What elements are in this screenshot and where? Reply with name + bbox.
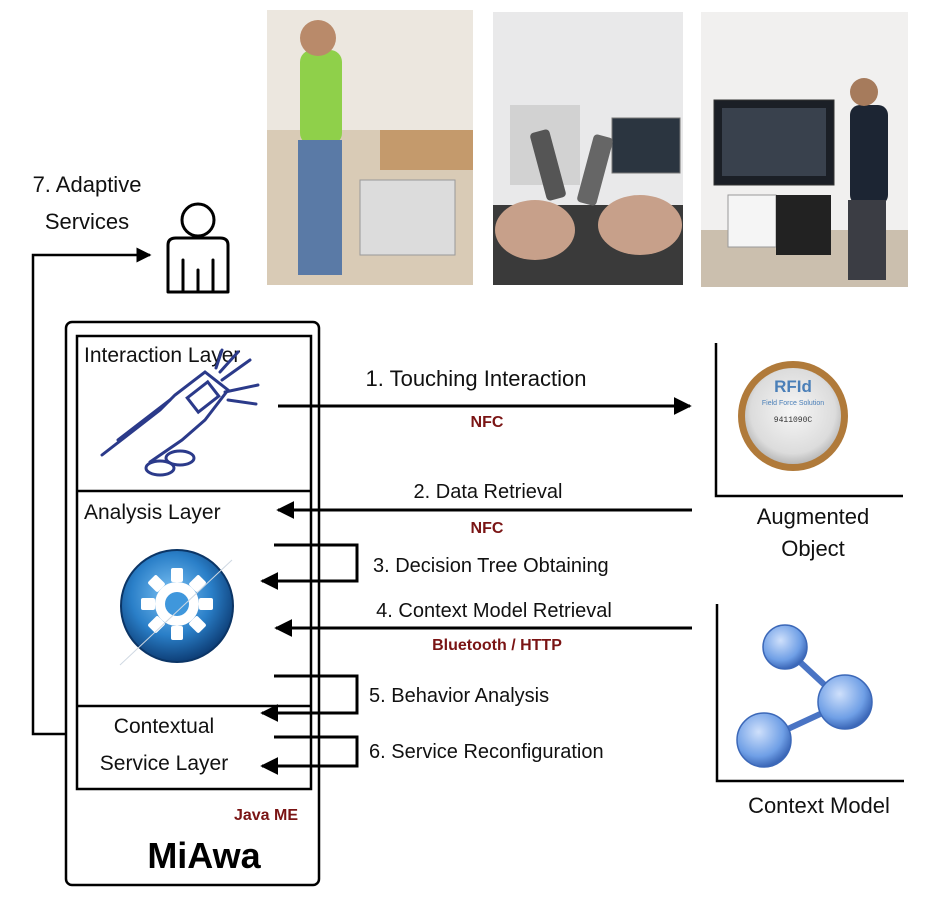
context-node-3 <box>736 712 792 768</box>
contextual-service-layer-label-line2: Service Layer <box>100 752 228 775</box>
step2-protocol: NFC <box>471 520 504 537</box>
context-node-1 <box>762 624 808 670</box>
step2-label: 2. Data Retrieval <box>414 481 563 503</box>
step1-protocol: NFC <box>471 414 504 431</box>
augmented-object-frame <box>714 343 903 498</box>
context-model-graph-icon <box>736 624 873 768</box>
context-model-frame <box>715 604 904 783</box>
step6-label: 6. Service Reconfiguration <box>369 741 604 763</box>
step4-label: 4. Context Model Retrieval <box>376 600 612 622</box>
step6-arrow <box>260 735 359 775</box>
interaction-layer-label: Interaction Layer <box>84 344 240 367</box>
step1-label: 1. Touching Interaction <box>366 366 587 391</box>
context-model-label: Context Model <box>748 793 890 818</box>
gear-icon <box>119 549 234 666</box>
touch-interaction-icon <box>100 348 260 477</box>
step5-arrow <box>260 674 359 722</box>
rfid-tag-brand: RFId <box>774 377 812 396</box>
adaptive-services-label-line2: Services <box>45 209 129 234</box>
rfid-tag-icon: RFId Field Force Solution 9411090C <box>738 361 848 471</box>
platform-label: Java ME <box>234 807 298 824</box>
context-node-2 <box>817 674 873 730</box>
step4-protocol: Bluetooth / HTTP <box>432 637 562 654</box>
rfid-tag-subtitle: Field Force Solution <box>762 400 824 407</box>
photo-printer-interaction <box>267 10 473 285</box>
augmented-object-label-line1: Augmented <box>757 504 870 529</box>
step5-label: 5. Behavior Analysis <box>369 685 549 707</box>
device-name: MiAwa <box>147 835 261 876</box>
rfid-tag-id: 9411090C <box>774 416 813 425</box>
photo-tv-interaction <box>701 12 908 287</box>
user-icon <box>166 202 230 294</box>
photo-phones-interaction <box>493 12 683 285</box>
step3-label: 3. Decision Tree Obtaining <box>373 555 609 577</box>
adaptive-services-label-line1: 7. Adaptive <box>33 172 142 197</box>
adaptive-services-arrow <box>31 247 152 736</box>
contextual-service-layer-label-line1: Contextual <box>114 715 214 738</box>
step3-arrow <box>260 543 359 590</box>
analysis-layer-label: Analysis Layer <box>84 501 221 524</box>
augmented-object-label-line2: Object <box>781 536 845 561</box>
